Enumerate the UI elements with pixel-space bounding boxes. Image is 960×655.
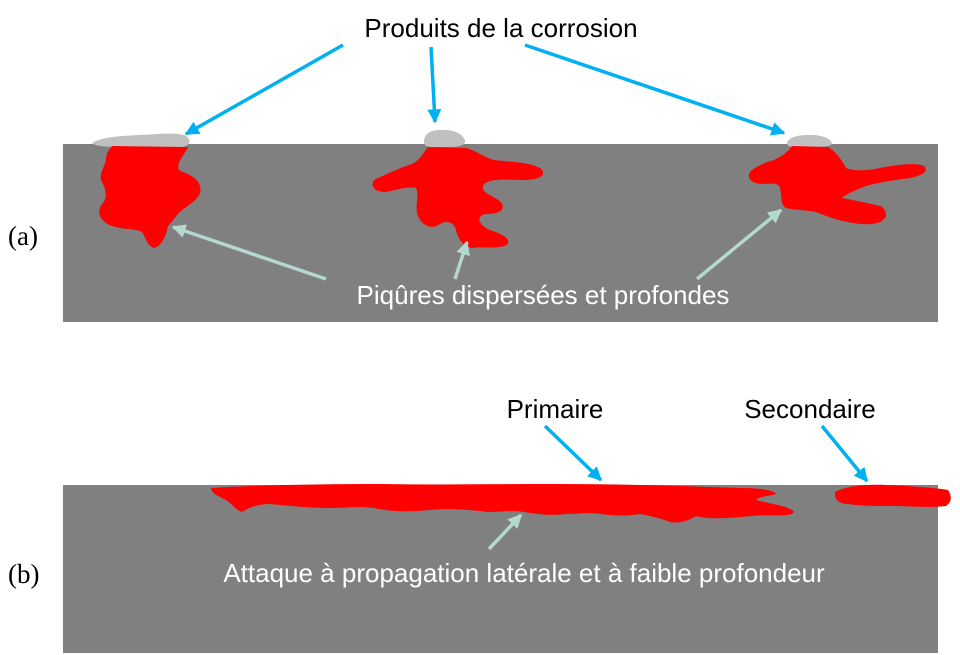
arrow-products-1 xyxy=(184,43,344,136)
corrosion-pit-2 xyxy=(372,147,544,248)
panel-a-label: (a) xyxy=(8,221,38,251)
panel-b: Primaire Secondaire Attaque à propagatio… xyxy=(8,394,951,653)
arrow-pit-2 xyxy=(453,240,470,280)
corrosion-product-2 xyxy=(424,129,466,147)
secondary-label: Secondaire xyxy=(744,394,876,424)
corrosion-product-3 xyxy=(787,135,832,147)
arrow-products-2 xyxy=(427,46,442,124)
lateral-attack-secondary xyxy=(834,484,951,507)
primary-label: Primaire xyxy=(507,394,604,424)
arrow-primary xyxy=(543,424,603,482)
arrow-products-3 xyxy=(524,43,786,136)
arrow-pit-1 xyxy=(171,224,327,281)
panel-a: Produits de la corrosion Piqûres dispers… xyxy=(8,13,938,322)
pits-label: Piqûres dispersées et profondes xyxy=(357,280,730,310)
arrow-pit-3 xyxy=(695,208,783,281)
arrow-secondary xyxy=(820,424,869,483)
panel-b-label: (b) xyxy=(8,559,39,589)
lateral-attack-primary xyxy=(211,484,794,523)
corrosion-product-1 xyxy=(92,133,190,147)
corrosion-pit-1 xyxy=(99,146,201,248)
corrosion-pit-3 xyxy=(748,146,926,225)
attack-label: Attaque à propagation latérale et à faib… xyxy=(223,558,825,588)
corrosion-products-label: Produits de la corrosion xyxy=(364,13,637,43)
arrow-attack xyxy=(487,513,523,551)
